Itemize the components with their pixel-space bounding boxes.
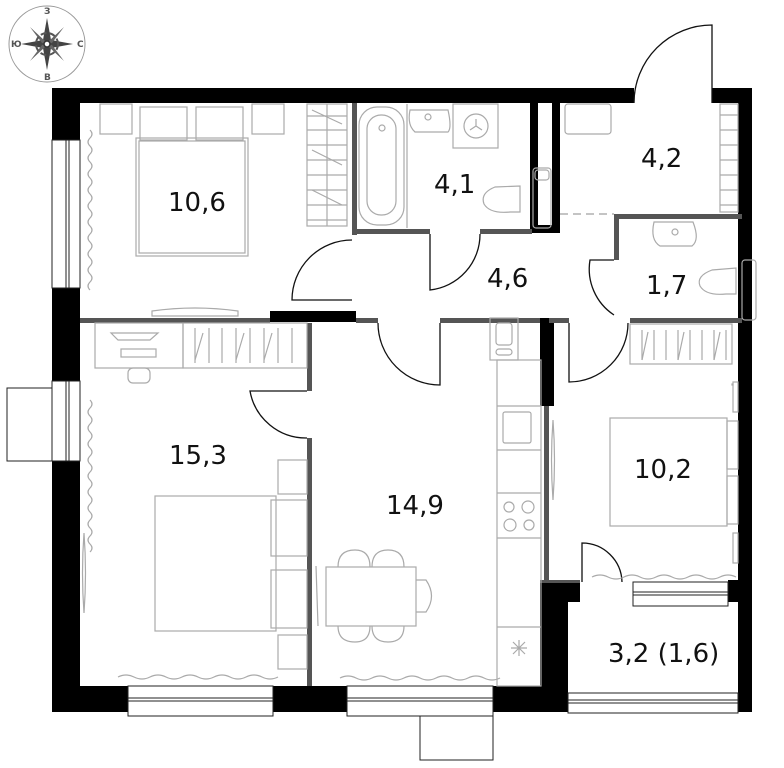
room-area-bedroom-large: 15,3 bbox=[169, 441, 227, 471]
kitchen-sink-icon bbox=[502, 411, 532, 444]
fridge-icon bbox=[489, 317, 519, 361]
room-area-corridor: 4,6 bbox=[487, 264, 529, 294]
door-bathroom bbox=[429, 233, 481, 291]
outer-walls bbox=[52, 88, 752, 712]
sink-toilet-icon bbox=[652, 221, 697, 247]
washing-machine-icon bbox=[452, 103, 499, 149]
mirror-icon bbox=[81, 532, 87, 614]
hood-icon bbox=[511, 640, 527, 656]
chair-icon bbox=[416, 579, 433, 613]
pillow-icon bbox=[270, 569, 308, 629]
ac-unit-bottom-icon bbox=[419, 715, 494, 761]
wardrobe-15-icon bbox=[182, 322, 308, 369]
window-bedroom-right bbox=[632, 581, 729, 607]
desk-icon bbox=[94, 322, 184, 369]
pillow-icon bbox=[270, 499, 308, 557]
curtain-icon bbox=[117, 674, 279, 680]
door-bedroom-small bbox=[291, 239, 353, 301]
compass-icon: З В Ю С bbox=[8, 5, 86, 83]
nightstand-icon bbox=[251, 103, 285, 135]
compass-south: В bbox=[44, 73, 51, 83]
nightstand-icon bbox=[732, 532, 739, 564]
chair-icon bbox=[371, 625, 405, 643]
pillow-icon bbox=[139, 106, 188, 141]
pillow-icon bbox=[195, 106, 244, 141]
window-bottom-kitchen bbox=[346, 685, 494, 761]
chair-icon bbox=[371, 549, 405, 568]
furniture bbox=[81, 103, 757, 687]
room-area-kitchen-living: 14,9 bbox=[386, 491, 444, 521]
window-bottom-left bbox=[127, 685, 274, 717]
nightstand-icon bbox=[277, 459, 308, 495]
kitchen-counter-icon bbox=[496, 359, 542, 687]
toilet-icon bbox=[482, 185, 521, 213]
chair-icon bbox=[337, 625, 371, 643]
bathtub-icon bbox=[358, 106, 405, 226]
nightstand-icon bbox=[277, 634, 308, 670]
curtain-icon bbox=[87, 129, 93, 291]
curtain-icon bbox=[87, 399, 93, 553]
bench-icon bbox=[564, 103, 612, 135]
wardrobe-hall-icon bbox=[719, 103, 739, 213]
compass-west: Ю bbox=[11, 40, 22, 50]
door-toilet bbox=[588, 259, 615, 316]
door-bedroom-right bbox=[568, 322, 629, 383]
window-balcony bbox=[567, 692, 739, 714]
window-left-top bbox=[51, 139, 81, 289]
room-area-toilet: 1,7 bbox=[646, 271, 688, 301]
compass-north: З bbox=[44, 7, 50, 17]
nightstand-icon bbox=[732, 381, 739, 413]
stove-icon bbox=[503, 501, 515, 513]
door-balcony bbox=[581, 542, 623, 583]
curtain-icon bbox=[591, 574, 737, 580]
tv-icon bbox=[151, 307, 239, 317]
bed-icon bbox=[135, 137, 249, 257]
tv-stand-icon bbox=[315, 565, 319, 627]
chair-icon bbox=[337, 549, 371, 568]
window-left-bottom bbox=[6, 380, 81, 462]
door-kitchen bbox=[377, 322, 441, 386]
dining-table-icon bbox=[325, 566, 417, 627]
room-area-bedroom-right: 10,2 bbox=[634, 455, 692, 485]
chair-icon bbox=[127, 367, 151, 384]
mirror-icon bbox=[550, 419, 556, 501]
room-area-entrance-hall: 4,2 bbox=[641, 144, 683, 174]
monitor-icon bbox=[109, 332, 160, 341]
room-area-balcony: 3,2 (1,6) bbox=[608, 639, 720, 669]
doors bbox=[249, 24, 713, 583]
bed-15-icon bbox=[154, 495, 277, 632]
sink-icon bbox=[408, 109, 451, 133]
room-area-bedroom-small: 10,6 bbox=[168, 188, 226, 218]
room-area-bathroom: 4,1 bbox=[434, 170, 476, 200]
ac-unit-icon bbox=[6, 387, 53, 462]
toilet-icon-2 bbox=[698, 267, 737, 295]
door-bedroom-large bbox=[249, 390, 308, 439]
compass-east: С bbox=[77, 40, 84, 50]
curtain-icon bbox=[339, 675, 501, 681]
wardrobe-102-icon bbox=[629, 323, 733, 365]
entrance-door bbox=[633, 24, 713, 104]
bed-102-icon bbox=[609, 417, 728, 527]
nightstand-icon bbox=[99, 103, 133, 135]
